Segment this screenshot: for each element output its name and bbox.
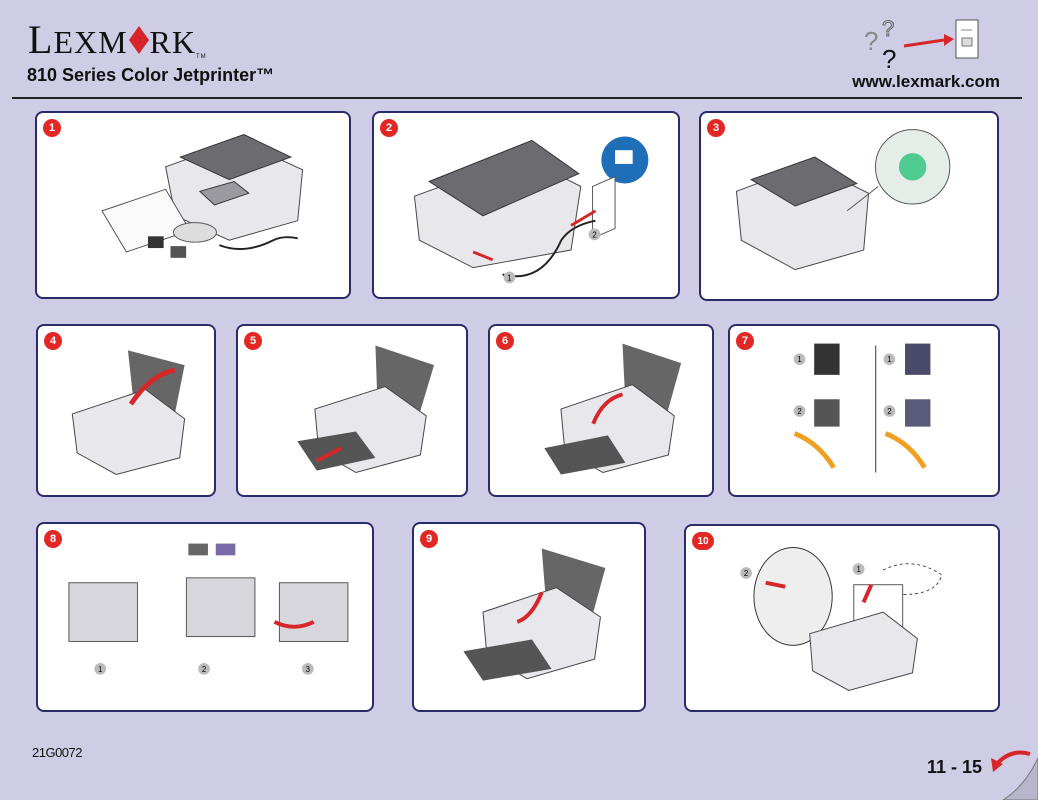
step-panel-1: 1 — [35, 111, 351, 299]
logo-text-left: L — [28, 17, 54, 62]
step-number: 6 — [496, 332, 514, 350]
open-cover-illustration — [544, 343, 682, 475]
substep-label: 1 — [856, 565, 860, 574]
step-panel-3: 3 — [699, 111, 999, 301]
step-number: 2 — [380, 119, 398, 137]
substep-label: 1 — [887, 355, 891, 364]
header-divider — [12, 97, 1022, 99]
logo-text-mid: EXM — [53, 24, 128, 60]
substep-label: 2 — [744, 569, 748, 578]
substep-1-label: 1 — [507, 273, 511, 282]
step-panel-4: 4 — [36, 324, 216, 497]
remove-tape-illustration: 1 2 1 2 — [793, 343, 931, 473]
step-panel-9: 9 — [412, 522, 646, 712]
substep-label: 1 — [797, 355, 801, 364]
lexmark-logo: LEXM RKTM — [28, 17, 207, 62]
logo-text-end: RK — [149, 24, 196, 60]
svg-text:?: ? — [864, 26, 878, 56]
step-number: 8 — [44, 530, 62, 548]
step-number: 5 — [244, 332, 262, 350]
step-panel-10: 10 1 2 — [684, 524, 1000, 712]
help-question-icon: ? ? ? — [864, 16, 979, 72]
paper-support-illustration — [71, 350, 186, 476]
substep-label: 1 — [98, 665, 102, 674]
step-panel-2: 2 1 2 — [372, 111, 680, 299]
step-number: 1 — [43, 119, 61, 137]
page-curl-icon[interactable] — [985, 738, 1038, 800]
logo-trademark: TM — [196, 54, 207, 60]
substep-label: 3 — [306, 665, 311, 674]
step-panel-6: 6 — [488, 324, 714, 497]
step-panel-8: 8 1 2 3 — [36, 522, 374, 712]
insert-cartridges-illustration: 1 2 3 — [68, 543, 349, 675]
substep-label: 2 — [797, 407, 801, 416]
substep-2-label: 2 — [592, 230, 596, 239]
load-paper-illustration: 1 2 — [740, 547, 943, 691]
step-number: 4 — [44, 332, 62, 350]
printer-unboxing-illustration — [101, 134, 304, 258]
step-number: 7 — [736, 332, 754, 350]
svg-text:?: ? — [882, 16, 894, 41]
step-number: 9 — [420, 530, 438, 548]
step-number: 3 — [707, 119, 725, 137]
substep-label: 2 — [202, 665, 206, 674]
step-number: 10 — [692, 532, 714, 550]
power-button-illustration — [735, 129, 951, 271]
logo-diamond-icon — [128, 25, 150, 55]
step-panel-7: 7 1 2 1 2 — [728, 324, 1000, 497]
page-title: 810 Series Color Jetprinter™ — [27, 65, 275, 85]
close-cover-illustration — [463, 548, 606, 681]
svg-text:?: ? — [882, 44, 896, 72]
website-link[interactable]: www.lexmark.com — [852, 72, 1000, 91]
printer-power-illustration: 1 2 — [413, 136, 649, 284]
page-number: 11 - 15 — [927, 757, 983, 777]
substep-label: 2 — [887, 407, 891, 416]
paper-exit-tray-illustration — [297, 345, 435, 474]
step-panel-5: 5 — [236, 324, 468, 497]
document-code: 21G0072 — [32, 745, 83, 760]
